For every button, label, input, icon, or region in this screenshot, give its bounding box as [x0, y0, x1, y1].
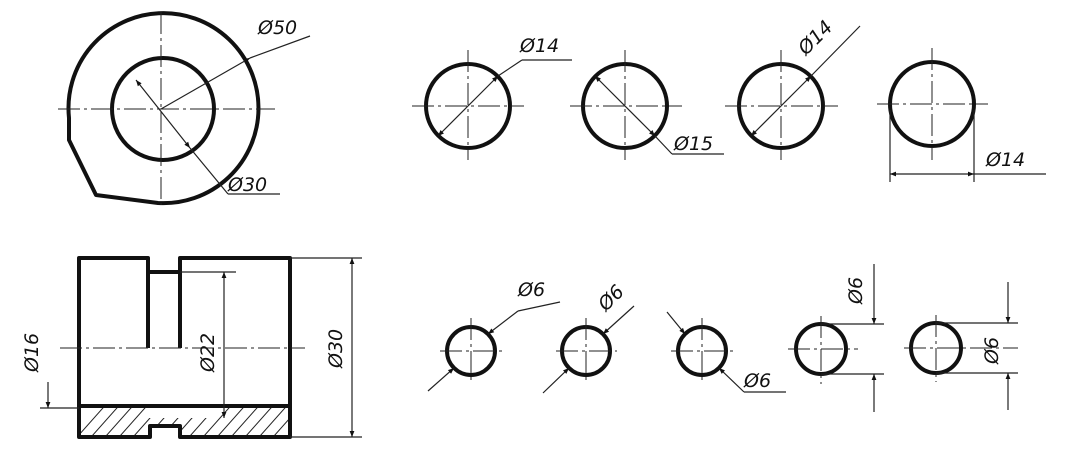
small-circle-2-label: Ø6	[593, 281, 628, 316]
circle-1-leader	[497, 59, 523, 77]
small-circle-3-view: Ø6	[666, 311, 786, 393]
small-circle-3-label: Ø6	[743, 370, 771, 392]
dim-30-label: Ø30	[227, 174, 267, 196]
circle-2-label: Ø15	[673, 133, 713, 155]
small-circle-1-shelf	[517, 301, 561, 312]
dim-50-leader	[249, 35, 311, 59]
dim-50-line	[160, 57, 251, 110]
top-left-view: Ø50 Ø30	[58, 11, 311, 206]
circle-1-label: Ø14	[519, 35, 559, 57]
circle-4-label: Ø14	[985, 149, 1025, 171]
section-view: Ø16 Ø22 Ø30	[21, 256, 362, 439]
dim-50-label: Ø50	[257, 17, 297, 39]
small-circle-4-view: Ø6	[788, 264, 884, 412]
dim-30-section-label: Ø30	[325, 329, 347, 369]
circle-2-leader	[654, 135, 673, 155]
circle-2-view: Ø15	[570, 50, 724, 160]
small-circle-3-arrow-out	[718, 367, 745, 393]
small-circle-2-arrow-in	[602, 305, 635, 335]
small-circle-1-arrow-out	[427, 367, 455, 392]
dim-30-line	[135, 79, 191, 149]
circle-1-dim-line	[437, 75, 499, 137]
dim-16-label: Ø16	[21, 333, 43, 373]
small-circle-5-label: Ø6	[981, 337, 1003, 365]
small-circle-1-label: Ø6	[517, 279, 545, 301]
small-circle-5-view: Ø6	[904, 282, 1018, 410]
small-circle-2-arrow-out	[542, 367, 570, 394]
circle-3-view: Ø14	[725, 16, 861, 160]
circle-3-label: Ø14	[793, 16, 837, 60]
dim-22-label: Ø22	[197, 333, 219, 373]
outer-contour	[66, 11, 261, 206]
small-circle-2-view: Ø6	[542, 281, 635, 394]
circle-2-dim-line	[594, 75, 656, 137]
circle-3-leader	[810, 25, 861, 77]
circle-4-view: Ø14	[877, 48, 1046, 182]
circle-1-view: Ø14	[412, 35, 572, 160]
small-circle-1-arrow-in	[487, 310, 519, 335]
dim-30-leader	[189, 147, 229, 195]
small-circle-3-arrow-in	[666, 311, 686, 335]
small-circle-1-view: Ø6	[427, 279, 561, 392]
small-circle-4-label: Ø6	[845, 277, 867, 305]
circle-3-dim-line	[750, 75, 812, 137]
